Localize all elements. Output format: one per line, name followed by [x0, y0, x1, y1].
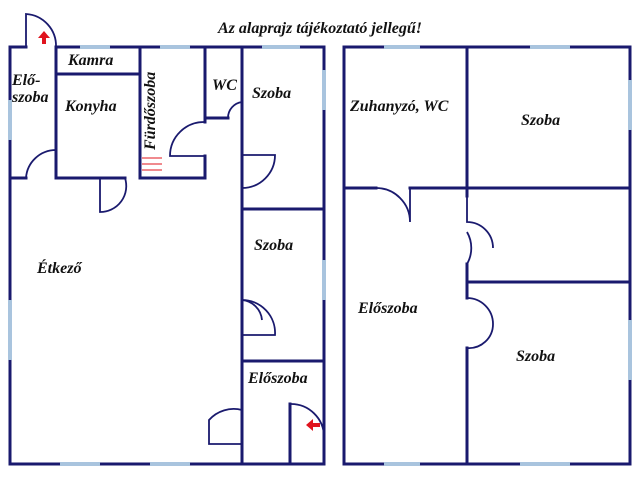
room-label-zuhanyzo-wc: Zuhanyzó, WC: [350, 98, 449, 115]
wall: [342, 45, 632, 466]
doors: [25, 13, 494, 445]
door: [227, 101, 243, 119]
room-label-kamra: Kamra: [68, 52, 114, 69]
door: [466, 297, 494, 349]
door: [241, 154, 276, 189]
room-label-szoba-mid: Szoba: [254, 237, 294, 254]
room-label-eloszoba-left-2: szoba: [12, 89, 49, 106]
door: [466, 196, 494, 249]
room-label-szoba-right-top: Szoba: [521, 112, 561, 129]
entry-arrow-icon: [306, 419, 320, 431]
door: [208, 408, 243, 445]
door: [289, 403, 325, 438]
door: [25, 149, 57, 179]
room-label-szoba-top: Szoba: [252, 85, 292, 102]
room-label-furdoszoba: Fürdőszoba: [142, 71, 159, 150]
windows: [8, 45, 632, 466]
entry-arrow-icon: [38, 31, 50, 44]
room-label-eloszoba-right: Előszoba: [358, 300, 418, 317]
door: [99, 177, 128, 213]
disclaimer-note: Az alaprajz tájékoztató jellegű!: [217, 20, 422, 37]
door: [466, 231, 473, 265]
door: [169, 121, 206, 157]
door: [375, 187, 411, 223]
room-label-szoba-right-bottom: Szoba: [516, 348, 556, 365]
door: [25, 13, 57, 48]
room-label-konyha: Konyha: [65, 98, 117, 115]
door: [241, 299, 276, 336]
room-label-eloszoba-small: Előszoba: [248, 370, 308, 387]
room-label-eloszoba-left-1: Elő-: [12, 72, 41, 89]
entry-arrows: [38, 31, 320, 431]
room-label-wc: WC: [212, 77, 237, 94]
room-label-etkezo: Étkező: [37, 260, 82, 277]
stair-marks: [142, 157, 162, 171]
